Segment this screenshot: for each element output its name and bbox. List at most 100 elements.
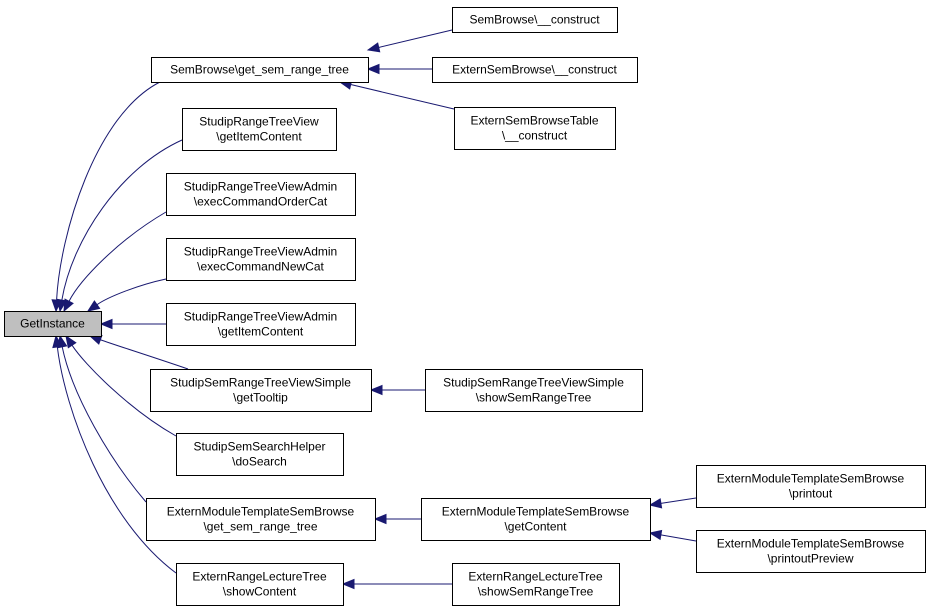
node-box (432, 57, 638, 83)
node-box (452, 563, 620, 606)
node-box (166, 303, 356, 346)
graph-nodes: GetInstanceSemBrowse\get_sem_range_treeS… (4, 7, 926, 606)
node-label-line: SemBrowse\get_sem_range_tree (170, 63, 349, 77)
node-searchhelper-dosearch[interactable]: StudipSemSearchHelper\doSearch (176, 433, 344, 476)
node-erlt-showsemrangetree[interactable]: ExternRangeLectureTree\showSemRangeTree (452, 563, 620, 606)
arrowhead-icon (56, 298, 68, 313)
node-admin-getitemcontent[interactable]: StudipRangeTreeViewAdmin\getItemContent (166, 303, 356, 346)
node-label-line: StudipSemSearchHelper (193, 440, 325, 454)
edge-line (96, 278, 167, 306)
edge-emtsb_get_sem_range_tree-to-getinstance (57, 334, 147, 503)
node-label-line: ExternSemBrowseTable (470, 114, 598, 128)
arrowhead-icon (341, 578, 355, 590)
node-box (425, 369, 643, 412)
node-sembrowse-construct[interactable]: SemBrowse\__construct (452, 7, 618, 33)
node-admin-execcommandordercat[interactable]: StudipRangeTreeViewAdmin\execCommandOrde… (166, 173, 356, 216)
node-label-line: SemBrowse\__construct (469, 13, 600, 27)
node-box (4, 311, 102, 337)
node-label-line: ExternModuleTemplateSemBrowse (167, 505, 355, 519)
node-label-line: \getContent (504, 520, 567, 534)
node-label-line: ExternRangeLectureTree (192, 570, 327, 584)
node-studiprangetreeview-getitemcontent[interactable]: StudipRangeTreeView\getItemContent (182, 108, 337, 151)
node-erlt-showcontent[interactable]: ExternRangeLectureTree\showContent (176, 563, 344, 606)
node-label-line: \showSemRangeTree (478, 585, 594, 599)
node-box (696, 465, 926, 508)
node-label-line: \printout (789, 487, 833, 501)
edge-line (61, 139, 183, 301)
node-label-line: GetInstance (20, 317, 85, 331)
node-externsembrowsetable-construct[interactable]: ExternSemBrowseTable\__construct (454, 107, 616, 150)
node-label-line: ExternModuleTemplateSemBrowse (717, 472, 905, 486)
edge-emtsb_printout-to-emtsb_getcontent (648, 497, 697, 509)
node-label-line: ExternRangeLectureTree (468, 570, 603, 584)
node-simple-showsemrangetree[interactable]: StudipSemRangeTreeViewSimple\showSemRang… (425, 369, 643, 412)
edge-line (68, 211, 167, 302)
edge-studiprangetreeview_getitemcontent-to-getinstance (56, 139, 183, 313)
edge-externsembrowsetable_construct-to-sembrowse_get_sem_range_tree (338, 79, 455, 110)
node-emtsb-get-sem-range-tree[interactable]: ExternModuleTemplateSemBrowse\get_sem_ra… (146, 498, 376, 541)
node-label-line: \__construct (502, 129, 568, 143)
arrowhead-icon (65, 334, 77, 349)
edge-erlt_showsemrangetree-to-erlt_showcontent (341, 578, 452, 590)
node-emtsb-printout[interactable]: ExternModuleTemplateSemBrowse\printout (696, 465, 926, 508)
arrowhead-icon (99, 318, 113, 330)
node-label-line: StudipRangeTreeViewAdmin (184, 245, 337, 259)
edge-line (71, 344, 177, 437)
edge-line (660, 497, 697, 504)
edge-admin_execcommandnewcat-to-getinstance (86, 278, 167, 312)
node-label-line: StudipRangeTreeView (199, 115, 319, 129)
edge-sembrowse_get_sem_range_tree-to-getinstance (51, 81, 161, 313)
arrowhead-icon (63, 298, 74, 313)
node-emtsb-printoutpreview[interactable]: ExternModuleTemplateSemBrowse\printoutPr… (696, 530, 926, 573)
edge-admin_getitemcontent-to-getinstance (99, 318, 166, 330)
node-label-line: \printoutPreview (767, 552, 853, 566)
node-box (452, 7, 618, 33)
edge-emtsb_printoutpreview-to-emtsb_getcontent (648, 529, 697, 542)
arrowhead-icon (366, 42, 381, 53)
node-simple-gettooltip[interactable]: StudipSemRangeTreeViewSimple\getTooltip (150, 369, 372, 412)
arrowhead-icon (369, 384, 383, 396)
edge-admin_execcommandordercat-to-getinstance (63, 211, 167, 313)
node-admin-execcommandnewcat[interactable]: StudipRangeTreeViewAdmin\execCommandNewC… (166, 238, 356, 281)
edge-line (350, 84, 455, 110)
node-label-line: ExternModuleTemplateSemBrowse (442, 505, 630, 519)
node-box (176, 433, 344, 476)
node-label-line: StudipSemRangeTreeViewSimple (170, 376, 351, 390)
edge-line (56, 346, 177, 574)
node-getinstance[interactable]: GetInstance (4, 311, 102, 337)
edge-externsembrowse_construct-to-sembrowse_get_sem_range_tree (366, 63, 432, 75)
node-label-line: \getTooltip (233, 391, 288, 405)
edge-line (56, 81, 161, 301)
node-label-line: StudipSemRangeTreeViewSimple (443, 376, 624, 390)
arrowhead-icon (366, 63, 380, 75)
node-box (151, 57, 369, 83)
edge-line (660, 534, 697, 542)
edge-erlt_showcontent-to-getinstance (52, 334, 177, 574)
edge-sembrowse_construct-to-sembrowse_get_sem_range_tree (366, 29, 453, 53)
node-box (176, 563, 344, 606)
arrowhead-icon (52, 334, 63, 349)
node-box (146, 498, 376, 541)
node-label-line: StudipRangeTreeViewAdmin (184, 180, 337, 194)
node-label-line: \getItemContent (218, 325, 304, 339)
node-box (696, 530, 926, 573)
node-box (421, 498, 651, 541)
node-sembrowse-get-sem-range-tree[interactable]: SemBrowse\get_sem_range_tree (151, 57, 369, 83)
node-label-line: \doSearch (232, 455, 287, 469)
node-label-line: \getItemContent (216, 130, 302, 144)
edge-line (378, 29, 453, 48)
graph-edges (51, 29, 697, 590)
edge-line (61, 346, 147, 503)
node-label-line: ExternSemBrowse\__construct (452, 63, 617, 77)
node-emtsb-getcontent[interactable]: ExternModuleTemplateSemBrowse\getContent (421, 498, 651, 541)
edge-line (100, 339, 189, 370)
node-externsembrowse-construct[interactable]: ExternSemBrowse\__construct (432, 57, 638, 83)
node-box (454, 107, 616, 150)
node-label-line: \execCommandOrderCat (194, 195, 328, 209)
edge-searchhelper_dosearch-to-getinstance (65, 334, 177, 437)
node-box (166, 173, 356, 216)
arrowhead-icon (373, 513, 387, 525)
node-box (182, 108, 337, 151)
arrowhead-icon (648, 498, 663, 509)
